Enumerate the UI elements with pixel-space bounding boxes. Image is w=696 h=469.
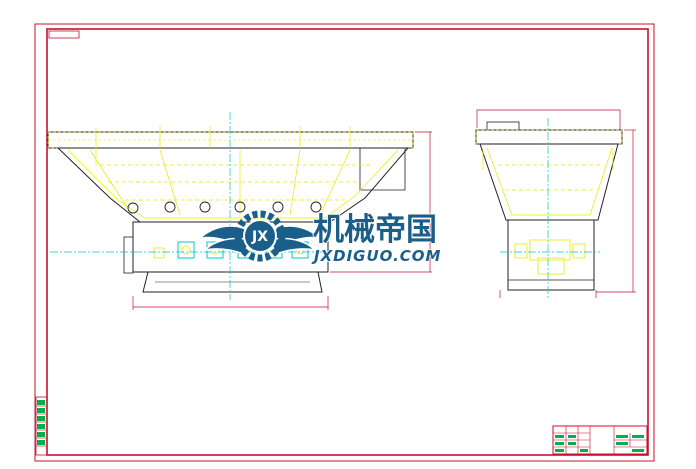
outer-border [34,23,655,462]
watermark-site: JXDIGUO.COM [311,247,441,265]
side-hopper [479,143,619,221]
corner-tag [48,30,80,39]
watermark: JX 机械帝国 JXDIGUO.COM [197,210,441,266]
side-view [475,109,636,300]
watermark-title: 机械帝国 [313,212,437,248]
title-block [552,425,648,455]
front-view [47,112,432,310]
inner-border [46,28,649,456]
logo-letters: JX [251,229,268,245]
front-hopper [56,147,410,223]
gear-wings-logo-icon: JX [197,210,323,262]
drawing-frame [34,23,655,462]
side-drive-housing [507,219,595,291]
front-base [142,271,323,293]
front-rollers [127,201,322,214]
left-title-strip [35,396,48,456]
side-top-beam [475,129,623,145]
